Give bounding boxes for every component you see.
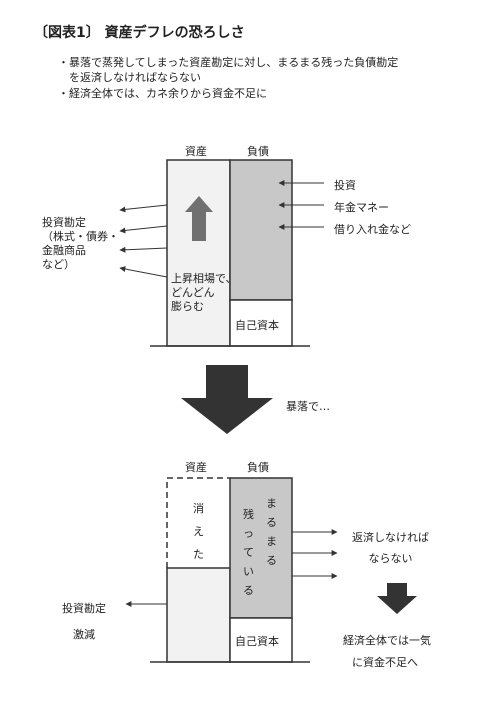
remaining-char-5: る	[243, 584, 254, 597]
remaining-col2-char-4: る	[266, 554, 277, 567]
bottom-asset-header: 資産	[185, 461, 207, 474]
remaining-label-col1: 残 っ て い る	[243, 505, 254, 600]
remaining-label-col2: ま る ま る	[266, 494, 277, 570]
asset-item-line-1: 投資勘定	[42, 216, 86, 229]
repay-line-1: 返済しなければ	[352, 531, 429, 544]
repay-label: 返済しなければ ならない	[352, 527, 429, 569]
asset-item-line-3: 金融商品	[42, 244, 86, 257]
asset-inside-line-2: どんどん	[171, 286, 215, 299]
asset-inside-label: 上昇相場で、 どんどん 膨らむ	[171, 272, 237, 314]
top-asset-header: 資産	[185, 145, 207, 158]
vanished-label: 消 え た	[193, 497, 204, 566]
asset-inside-line-3: 膨らむ	[171, 300, 204, 313]
shortage-label: 経済全体では一気 に資金不足へ	[343, 630, 431, 674]
top-equity-box	[229, 299, 293, 347]
liability-item-investment: 投資	[334, 179, 356, 192]
asset-shrink-label: 投資勘定 激減	[62, 596, 106, 648]
bottom-liability-box	[229, 477, 293, 619]
bullet-1-cont: を返済しなければならない	[58, 71, 201, 84]
asset-shrink-line-1: 投資勘定	[62, 602, 106, 615]
remaining-char-3: て	[243, 546, 254, 559]
outflow-arrow-3	[119, 246, 168, 253]
bottom-liability-header: 負債	[247, 461, 269, 474]
crash-down-arrow	[181, 365, 273, 434]
top-liability-header: 負債	[247, 145, 269, 158]
asset-shrink-line-2: 激減	[73, 628, 95, 641]
bullet-1: ・暴落で蒸発してしまった資産勘定に対し、まるまる残った負債勘定	[58, 56, 399, 69]
asset-item-line-4: など）	[42, 258, 75, 271]
repay-line-2: ならない	[368, 552, 413, 565]
remaining-col2-char-1: ま	[266, 497, 277, 510]
vanished-char-1: 消	[193, 502, 204, 515]
top-equity-label: 自己資本	[235, 319, 279, 332]
up-arrow	[185, 196, 213, 241]
outflow-arrow-4	[119, 266, 168, 278]
outflow-arrow-1	[119, 204, 168, 213]
vanished-outline	[166, 477, 230, 568]
shortage-down-arrow	[377, 583, 417, 614]
shortage-line-2: に資金不足へ	[352, 656, 418, 669]
remaining-char-1: 残	[243, 508, 254, 521]
liability-item-pension: 年金マネー	[334, 201, 389, 214]
liability-item-borrowing: 借り入れ金など	[334, 223, 411, 236]
figure-title: 〔図表1〕 資産デフレの恐ろしさ	[34, 25, 245, 41]
outflow-arrow-2	[119, 225, 168, 234]
crash-label: 暴落で…	[286, 400, 330, 413]
bottom-equity-label: 自己資本	[235, 635, 279, 648]
asset-items-label: 投資勘定 （株式・債券・ 金融商品 など）	[42, 216, 119, 272]
bottom-asset-box	[166, 567, 231, 663]
asset-item-line-2: （株式・債券・	[42, 230, 119, 243]
asset-inside-line-1: 上昇相場で、	[171, 272, 237, 285]
top-liability-box	[229, 159, 293, 301]
remaining-col2-char-2: る	[266, 516, 277, 529]
remaining-col2-char-3: ま	[266, 535, 277, 548]
bottom-equity-box	[229, 617, 293, 663]
top-asset-box	[166, 159, 231, 347]
vanished-char-3: た	[193, 548, 204, 561]
remaining-char-4: い	[243, 565, 254, 578]
vanished-char-2: え	[193, 525, 204, 538]
bullet-2: ・経済全体では、カネ余りから資金不足に	[58, 87, 267, 100]
shortage-line-1: 経済全体では一気	[343, 634, 431, 647]
remaining-char-2: っ	[243, 527, 254, 540]
